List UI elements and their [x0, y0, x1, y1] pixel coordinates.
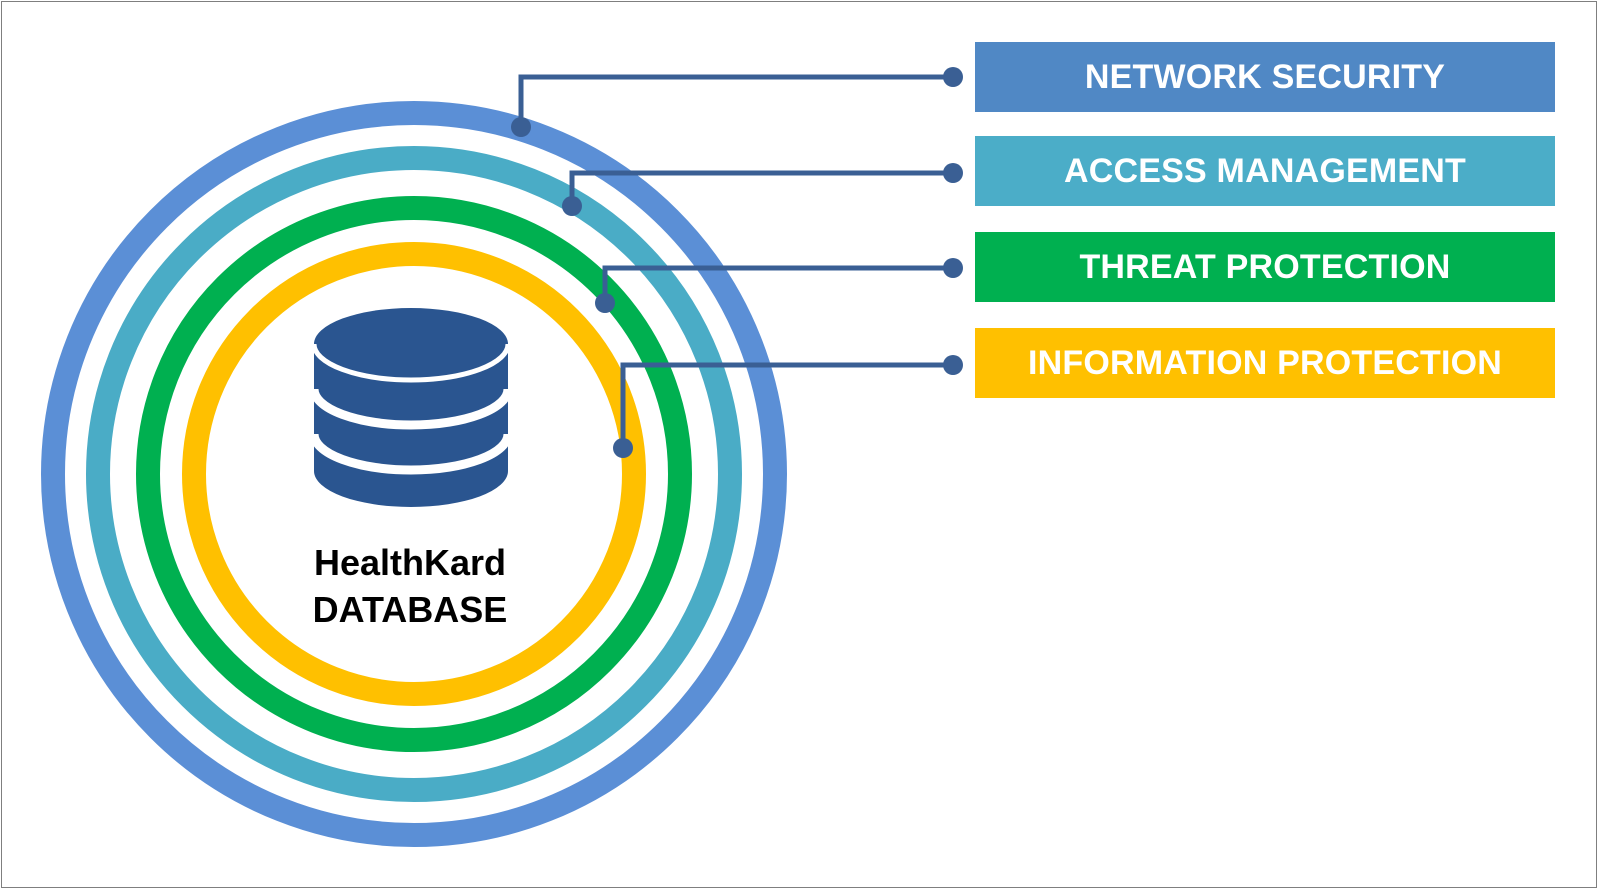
ring-access-management — [86, 146, 742, 802]
connectors — [518, 74, 953, 448]
connector-threat-protection — [602, 265, 953, 303]
connector-dot — [943, 67, 963, 87]
database-icon — [309, 308, 513, 507]
database-subtitle: DATABASE — [312, 589, 508, 630]
connector-dot — [562, 196, 582, 216]
database-title: HealthKard — [313, 542, 507, 583]
label-threat-protection: THREAT PROTECTION — [975, 232, 1555, 302]
label-information-protection: INFORMATION PROTECTION — [975, 328, 1555, 398]
connector-dot — [943, 355, 963, 375]
ring-network-security — [41, 101, 787, 847]
connector-dots — [511, 67, 963, 458]
connector-information-protection — [620, 362, 953, 448]
connector-dot — [943, 258, 963, 278]
ring-information-protection — [182, 242, 646, 706]
connector-dot — [511, 117, 531, 137]
ring-threat-protection — [136, 196, 692, 752]
label-access-management: ACCESS MANAGEMENT — [975, 136, 1555, 206]
connector-dot — [613, 438, 633, 458]
connector-dot — [943, 163, 963, 183]
connector-network-security — [518, 74, 953, 127]
connector-access-management — [569, 170, 953, 206]
connector-dot — [595, 293, 615, 313]
label-network-security: NETWORK SECURITY — [975, 42, 1555, 112]
